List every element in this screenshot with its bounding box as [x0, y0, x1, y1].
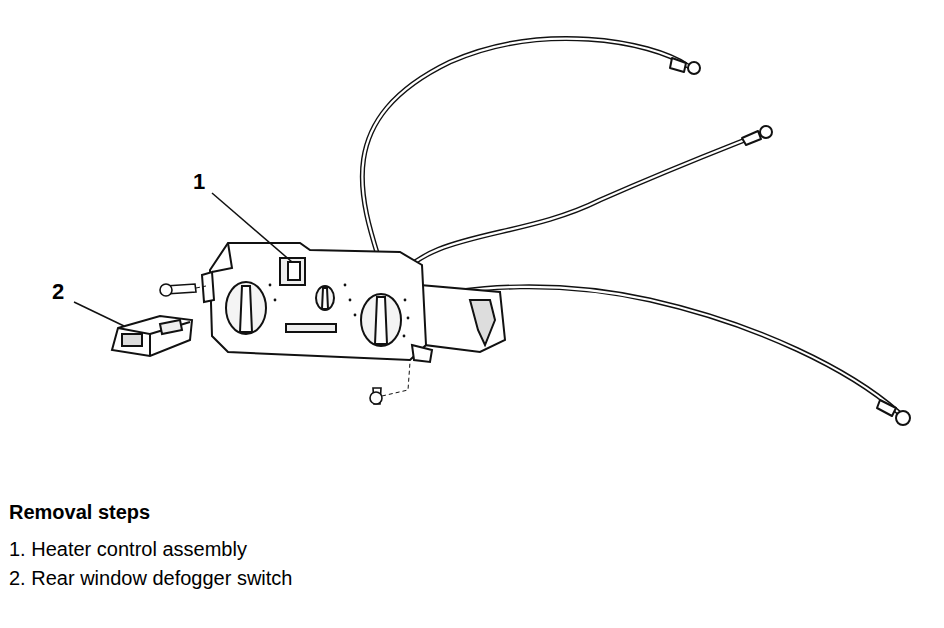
removal-step: 2. Rear window defogger switch [9, 566, 292, 590]
removal-step: 1. Heater control assembly [9, 537, 247, 561]
leader-line [74, 193, 292, 326]
callout-number: 2 [52, 280, 64, 304]
callout-number: 1 [193, 170, 205, 194]
defogger-switch [112, 316, 192, 356]
heater-control-panel [202, 243, 505, 362]
list-heading: Removal steps [9, 500, 150, 524]
control-cable [362, 39, 898, 412]
screw [160, 284, 382, 404]
cable-eyelet [670, 58, 910, 425]
